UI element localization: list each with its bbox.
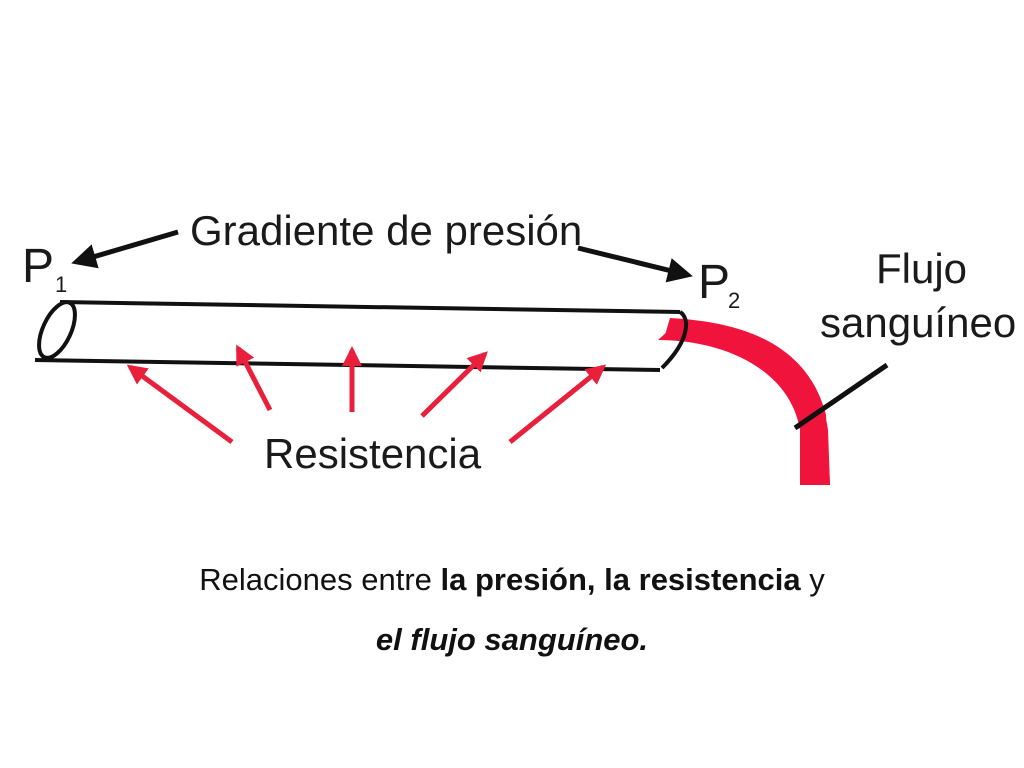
flow-label-line2: sanguíneo	[820, 299, 1016, 346]
caption-text-1: Relaciones entre	[199, 562, 441, 597]
p2-label: P	[698, 256, 730, 309]
p1-label: P	[22, 240, 54, 293]
resistance-label: Resistencia	[264, 430, 482, 477]
blood-flow-band-body	[658, 322, 830, 485]
resistance-arrow-2	[235, 344, 273, 412]
flow-pointer-line	[793, 362, 889, 431]
gradient-arrow-right	[577, 245, 693, 283]
vessel-opening	[37, 300, 77, 360]
caption-bold-italic: el flujo sanguíneo.	[375, 622, 649, 657]
p1-subscript: 1	[55, 272, 67, 297]
caption-text-2: y	[800, 562, 825, 597]
gradient-arrow-left	[71, 229, 179, 269]
flow-label-line1: Flujo	[876, 245, 967, 292]
resistance-arrow-4	[420, 351, 488, 418]
resistance-arrow-1	[126, 364, 234, 445]
caption-line-2: el flujo sanguíneo.	[0, 622, 1024, 658]
resistance-arrow-5	[508, 364, 607, 444]
gradient-label: Gradiente de presión	[190, 207, 582, 254]
p2-subscript: 2	[728, 288, 740, 313]
caption-bold-1: la presión, la resistencia	[440, 562, 801, 597]
caption-line-1: Relaciones entre la presión, la resisten…	[0, 562, 1024, 598]
vessel-tube	[34, 300, 688, 372]
resistance-arrows	[126, 344, 607, 445]
